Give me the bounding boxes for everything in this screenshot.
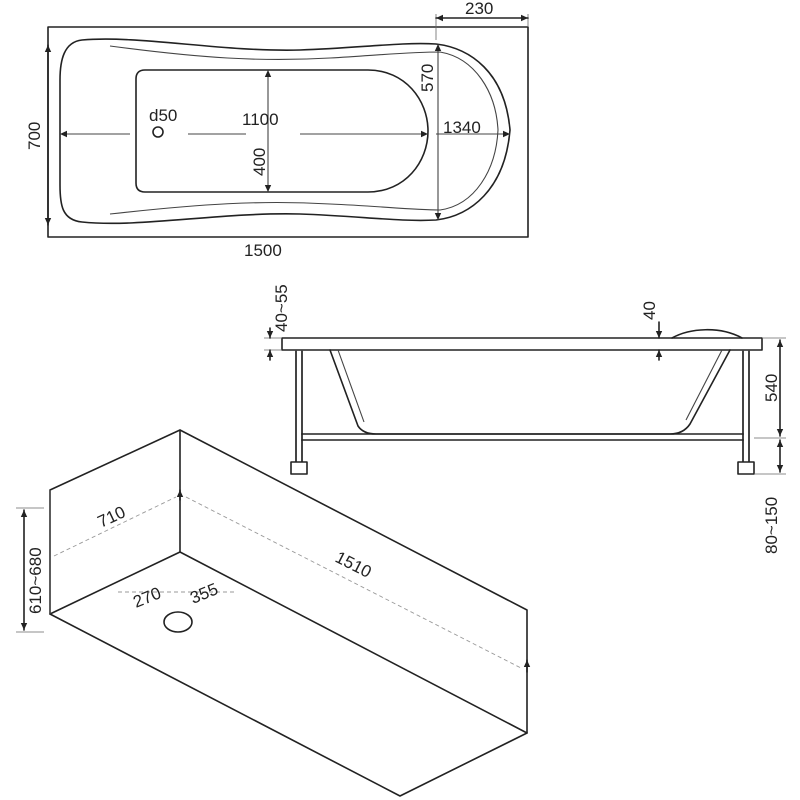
iso-drain-y-dimension: 355 [187, 579, 220, 607]
side-view: 40~55 40 540 80~150 [264, 284, 786, 554]
side-view-rim [281, 337, 763, 351]
top-view: 230 700 1500 d50 1100 400 1340 570 [25, 0, 529, 260]
iso-drain-x-dimension: 270 [130, 583, 163, 611]
end-width-dimension: 570 [418, 64, 437, 92]
iso-view: 710 1510 610~680 270 355 [16, 429, 531, 797]
inner-length-dimension: 1100 [242, 110, 279, 129]
inner-width-dimension: 400 [250, 148, 269, 176]
width-dimension: 700 [25, 122, 44, 150]
outer-inner-length-dimension: 1340 [443, 118, 481, 137]
rim-height-dimension: 40~55 [272, 284, 291, 332]
foot-left [290, 461, 308, 475]
iso-length-dimension: 1510 [332, 548, 374, 582]
side-view-headrest [671, 328, 743, 339]
end-offset-dimension: 230 [465, 0, 493, 18]
drain-diameter-label: d50 [149, 106, 177, 125]
drain-hole [152, 126, 164, 138]
rim-thickness-dimension: 40 [640, 301, 659, 320]
iso-height-dimension: 610~680 [26, 547, 45, 614]
leg-height-dimension: 80~150 [762, 497, 781, 554]
iso-drain-hole [163, 611, 193, 633]
top-view-basin-inner-line [109, 45, 499, 215]
iso-width-dimension: 710 [95, 502, 129, 531]
side-view-basin [329, 349, 731, 435]
foot-right [737, 461, 755, 475]
top-view-bottom-outline [135, 69, 429, 193]
iso-outline [49, 429, 528, 797]
top-view-basin-outline [59, 38, 511, 225]
length-dimension: 1500 [244, 241, 282, 260]
depth-dimension: 540 [762, 374, 781, 402]
